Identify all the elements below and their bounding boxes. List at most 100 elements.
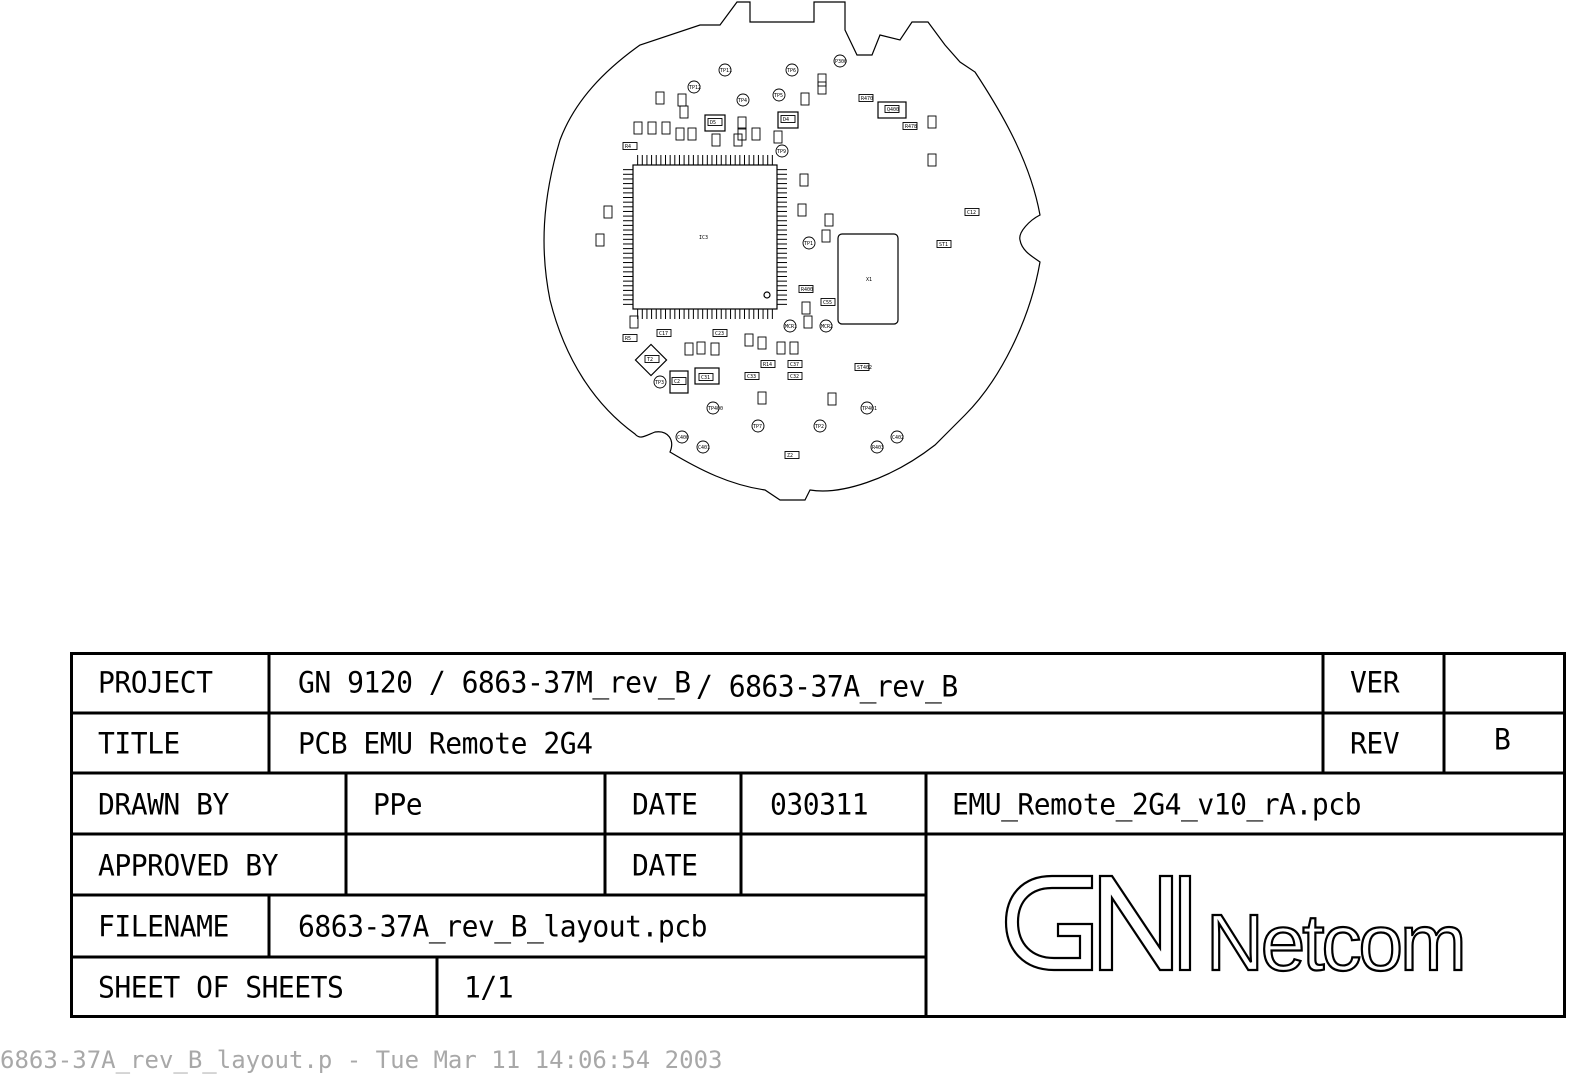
component-label: C23 [715,331,724,337]
component-label: MCR2 [821,324,833,330]
test-point [819,319,833,333]
ic3-pin1-marker [763,291,771,299]
passive-component [803,315,813,329]
component-label: TP400 [708,406,723,412]
passive-component [858,94,874,102]
component-label: C2 [674,379,680,385]
passive-component [744,372,760,380]
pcb-filename: EMU_Remote_2G4_v10_rA.pcb [952,787,1361,822]
component-label: ST1 [939,242,948,248]
component-label: TP12 [689,85,701,91]
component-label: Z2 [787,453,793,459]
component-label: P300 [835,59,847,65]
passive-component [675,127,685,141]
board-outline [543,1,1041,501]
component-label: TP6 [787,68,796,74]
test-point [653,375,667,389]
c31-body [694,367,720,385]
title-block: PROJECT GN 9120 / 6863-37M_rev_B / 6863-… [70,652,1566,1018]
c2-body [669,370,689,394]
component-label: TP4 [738,98,747,104]
logo-bar [1178,874,1192,972]
passive-component [677,93,687,107]
component-label: C400 [677,435,689,441]
filename-value: 6863-37A_rev_B_layout.pcb [298,909,707,944]
test-point [751,419,765,433]
component-label: C401 [698,445,710,451]
ic3-body [632,164,778,310]
component-label: R403 [872,445,884,451]
test-point [783,319,797,333]
passive-component [964,208,980,216]
project-value-secondary: / 6863-37A_rev_B [696,669,958,704]
rev-label: REV [1350,726,1400,761]
passive-component [712,329,728,337]
component-label: R5 [625,336,631,342]
passive-component [707,118,723,126]
test-point [696,440,710,454]
test-point [706,401,720,415]
passive-component [884,105,900,113]
passive-component [633,121,643,135]
gn-netcom-logo: Netcom [1004,874,1468,978]
passive-component [655,91,665,105]
passive-component [817,81,827,95]
passive-component [902,122,918,130]
test-point [718,63,732,77]
passive-component [820,298,836,306]
date2-label: DATE [632,848,698,883]
test-point [736,93,750,107]
logo-n [1098,874,1174,972]
component-label: TP1 [804,241,813,247]
passive-component [629,315,639,329]
passive-component [661,121,671,135]
passive-component [679,105,689,119]
component-label: C33 [747,374,756,380]
passive-component [595,233,605,247]
component-label: C55 [823,300,832,306]
component-label: D5 [710,120,716,126]
component-label: T2 [647,357,653,363]
date-value: 030311 [770,787,869,822]
logo-text: Netcom [1206,898,1464,978]
passive-component [751,127,761,141]
passive-component [854,363,870,371]
test-point [813,419,827,433]
sheet-label: SHEET OF SHEETS [98,970,344,1005]
passive-component [687,127,697,141]
component-label: Q400 [887,107,899,113]
passive-component [622,142,638,150]
test-point [860,401,874,415]
drawn-by-label: DRAWN BY [98,787,229,822]
component-label: MCR1 [785,324,797,330]
passive-component [671,377,687,385]
t2-body [634,343,668,377]
passive-component [801,301,811,315]
passive-component [711,133,721,147]
passive-component [927,153,937,167]
passive-component [784,451,800,459]
test-point [775,144,789,158]
passive-component [603,205,613,219]
rev-value: B [1494,722,1511,757]
component-label: R400 [801,287,813,293]
passive-component [760,360,776,368]
passive-component [798,285,814,293]
passive-component [622,334,638,342]
component-label: TP5 [774,93,783,99]
passive-component [733,133,743,147]
passive-component [737,116,747,130]
passive-component [710,342,720,356]
filename-label: FILENAME [98,909,229,944]
passive-component [696,341,706,355]
test-point [890,430,904,444]
test-point [687,80,701,94]
component-label: TP7 [753,424,762,430]
component-label: C12 [967,210,976,216]
passive-component [799,173,809,187]
component-label: TP401 [862,406,877,412]
passive-component [647,121,657,135]
date-label: DATE [632,787,698,822]
ver-label: VER [1350,665,1400,700]
logo-g [1004,874,1094,972]
